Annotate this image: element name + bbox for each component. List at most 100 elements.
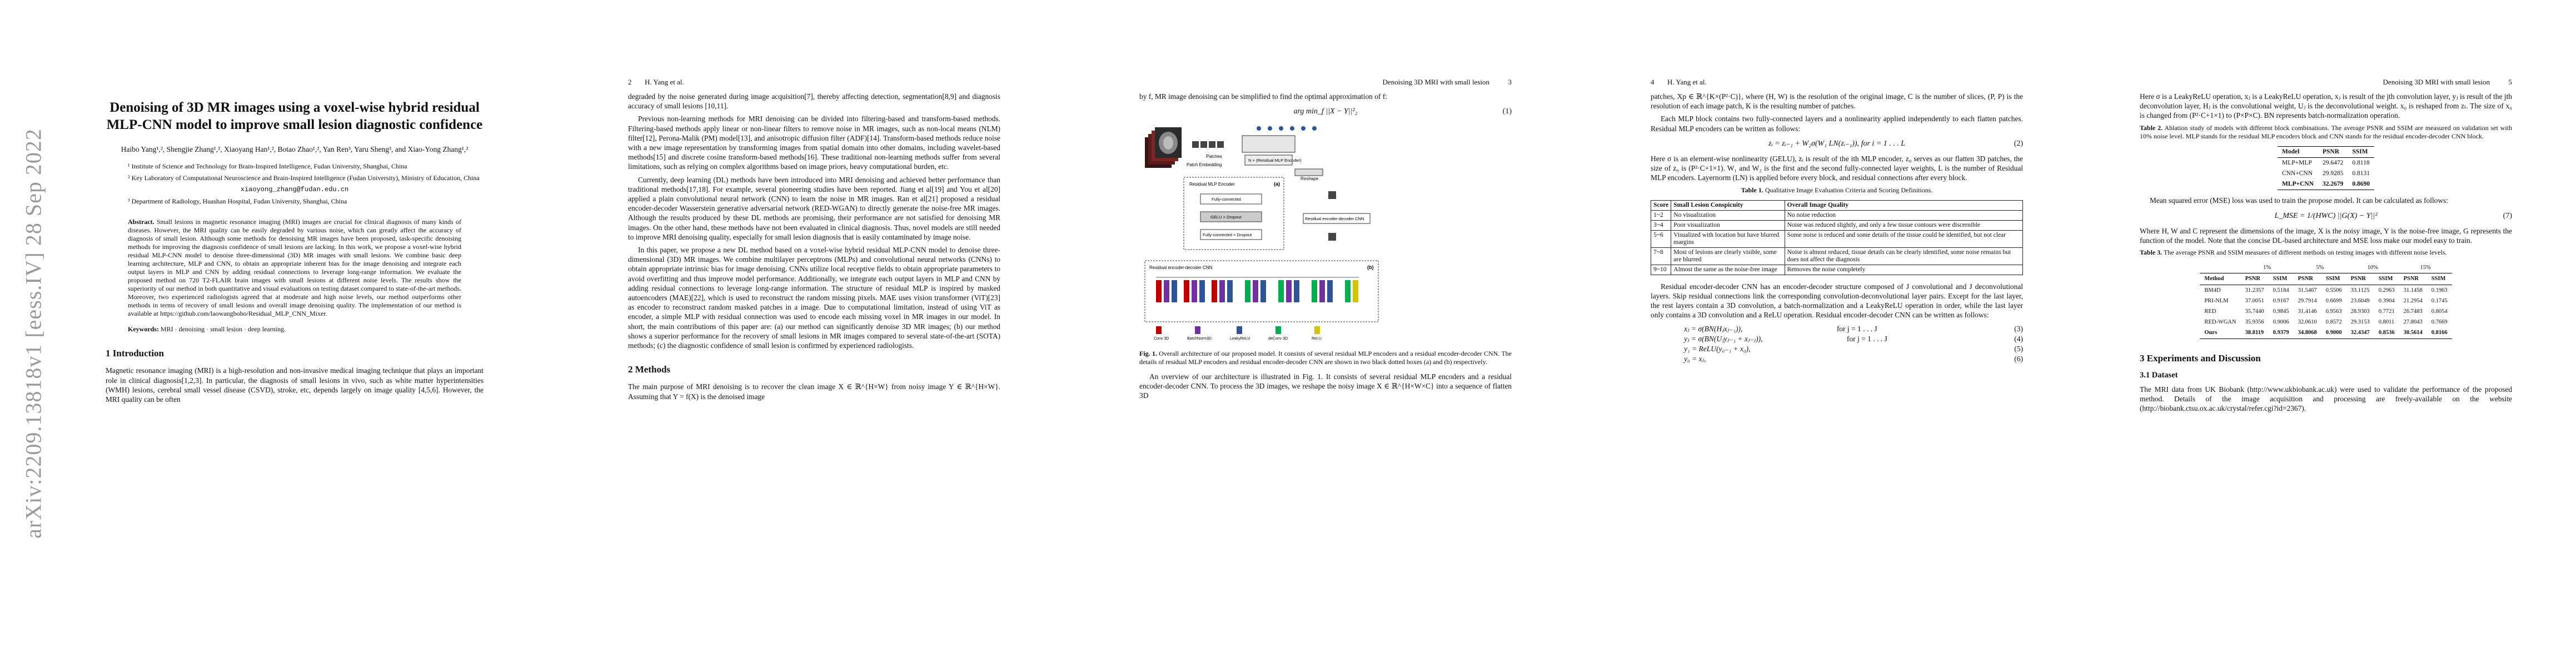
table-cell: No visualization	[1671, 210, 1785, 221]
table-cell: RED	[2204, 308, 2216, 315]
table-cell: 0.9006	[2273, 319, 2289, 326]
paragraph: by f, MR image denoising can be simplifi…	[1139, 92, 1387, 101]
equation-1: arg min_f ||X − Y||²₂(1)	[1293, 107, 1512, 116]
header-text: H. Yang et al.	[1667, 78, 1707, 86]
table-cell: Most of lesions are clearly visible, som…	[1671, 247, 1785, 265]
equation-7: L_MSE = 1/(HWC) ||G(X) − Y||²(7)	[2274, 211, 2512, 220]
table-cell: 32.4347	[2346, 327, 2374, 339]
table-cell: 34.8068	[2293, 327, 2321, 339]
arxiv-watermark: arXiv:2209.13818v1 [eess.IV] 28 Sep 2022	[21, 128, 46, 539]
column-header: Score	[1650, 200, 1672, 211]
table-cell: 3~4	[1650, 220, 1672, 231]
paragraph: Here σ is a LeakyReLU operation, xⱼ is a…	[2140, 92, 2512, 120]
gelu-label: GELU + Dropout	[1210, 215, 1242, 220]
fc-label: Fully-connected	[1212, 197, 1241, 202]
table-cell: 9~10	[1650, 264, 1672, 275]
table-cell: 0.3904	[2378, 297, 2395, 304]
table-cell: 21.2954	[2403, 297, 2423, 304]
column-header: SSIM	[2321, 273, 2346, 285]
table-cell: 0.8011	[2378, 319, 2395, 326]
equation-row: y₀ = xⱼ,(6)	[1684, 355, 2023, 364]
table-cell: 0.7721	[2378, 308, 2395, 315]
mlp-encoder-title: Residual MLP Encoder	[1189, 182, 1235, 187]
reshape-label: Reshape	[1301, 176, 1319, 181]
svg-text:BatchNorm3D: BatchNorm3D	[1187, 337, 1212, 341]
equation-row: xⱼ = σ(BN(Hⱼxⱼ₋₁)),for j = 1 . . . J(3)	[1684, 325, 2023, 334]
section-experiments: 3 Experiments and Discussion	[2140, 352, 2261, 364]
column-group: 1%	[2263, 265, 2271, 271]
column-group: 5%	[2316, 265, 2324, 271]
table-cell: 0.9845	[2273, 308, 2289, 315]
fc-dropout-label: Fully-connected + Dropout	[1203, 232, 1252, 237]
table-cell: 27.8043	[2403, 319, 2423, 326]
architecture-diagram: Patches Patch Embedding N × (Residual ML…	[1144, 126, 1379, 341]
label-a: (a)	[1274, 181, 1280, 187]
page-4: 4 H. Yang et al. patches, Xp ∈ ℝ^{K×(P²·…	[1598, 0, 2076, 667]
keywords-label: Keywords:	[128, 325, 159, 333]
table-cell: Almost the same as the noise-free image	[1671, 264, 1785, 275]
contact-email[interactable]: xiaoyong_zhang@fudan.edu.cn	[240, 186, 349, 193]
table-cell: 0.9563	[2325, 308, 2342, 315]
table-cell: 0.5184	[2273, 287, 2289, 293]
paragraph: Previous non-learning methods for MRI de…	[628, 115, 1000, 171]
table-cell: No noise reduction	[1784, 210, 2024, 221]
paragraph: An overview of our architecture is illus…	[1139, 372, 1512, 400]
paragraph: In this paper, we propose a new DL metho…	[628, 246, 1000, 350]
table-cell: BM4D	[2204, 287, 2221, 293]
column-header: SSIM	[2426, 273, 2452, 285]
table-cell: 0.8536	[2374, 327, 2399, 339]
figure-1-caption: Fig. 1. Overall architecture of our prop…	[1139, 349, 1512, 366]
table-cell: 0.9379	[2268, 327, 2294, 339]
table-cell: 0.8690	[2348, 179, 2375, 191]
table-cell: 31.2357	[2245, 287, 2264, 293]
page-3: Denoising 3D MRI with small lesion 3 by …	[1087, 0, 1564, 667]
column-header: Method	[2200, 273, 2241, 285]
column-header: Overall Image Quality	[1784, 200, 2024, 211]
paper-title: Denoising of 3D MR images using a voxel-…	[106, 100, 483, 132]
paragraph: patches, Xp ∈ ℝ^{K×(P²·C)}, where (H, W)…	[1651, 92, 2023, 111]
section-introduction: 1 Introduction	[106, 348, 165, 359]
page-number: 2	[628, 78, 632, 86]
keywords-text: MRI · denoising · small lesion · deep le…	[161, 325, 286, 333]
table-cell: 31.4146	[2298, 308, 2317, 315]
column-group: 10%	[2367, 265, 2378, 271]
column-header: PSNR	[2346, 273, 2374, 285]
column-header: PSNR	[2399, 273, 2427, 285]
page-5: Denoising 3D MRI with small lesion 5 Her…	[2087, 0, 2565, 667]
column-header: SSIM	[2374, 273, 2399, 285]
paragraph: Where H, W and C represent the dimension…	[2140, 226, 2512, 245]
page-2: 2 H. Yang et al. degraded by the noise g…	[575, 0, 1053, 667]
table-cell: 32.2679	[2318, 179, 2348, 191]
table-cell: 0.1963	[2431, 287, 2448, 293]
page-number: 3	[1508, 78, 1512, 86]
table-cell: 35.7440	[2245, 308, 2264, 315]
table-cell: Some noise is reduced and some details o…	[1784, 230, 2024, 248]
table-cell: 29.3153	[2350, 319, 2370, 326]
table-cell: 7~8	[1650, 247, 1672, 265]
label-b: (b)	[1367, 265, 1374, 270]
table-cell: 35.9356	[2245, 319, 2264, 326]
table-cell: Ours	[2200, 327, 2241, 339]
table-cell: 28.9303	[2350, 308, 2370, 315]
abstract-text: Small lesions in magnetic resonance imag…	[128, 218, 461, 317]
table-cell: 30.5614	[2399, 327, 2427, 339]
equation-row: yⱼ = σ(BN(Uⱼyⱼ₋₁ + xⱼ₋ⱼ)),for j = 1 . . …	[1684, 335, 2023, 344]
equation-2: zᵢ = zᵢ₋₁ + W₂σ(W₁ LN(zᵢ₋₁)), for i = 1 …	[1768, 139, 2023, 148]
page-number: 4	[1651, 78, 1655, 86]
node-row	[1257, 126, 1317, 131]
paragraph: degraded by the noise generated during i…	[628, 92, 1000, 111]
table-cell: 32.0610	[2298, 319, 2317, 326]
header-text: Denoising 3D MRI with small lesion	[1382, 78, 1489, 86]
figure-legend: Conv 3D BatchNorm3D LeakyReLU deConv 3D …	[1154, 326, 1322, 341]
